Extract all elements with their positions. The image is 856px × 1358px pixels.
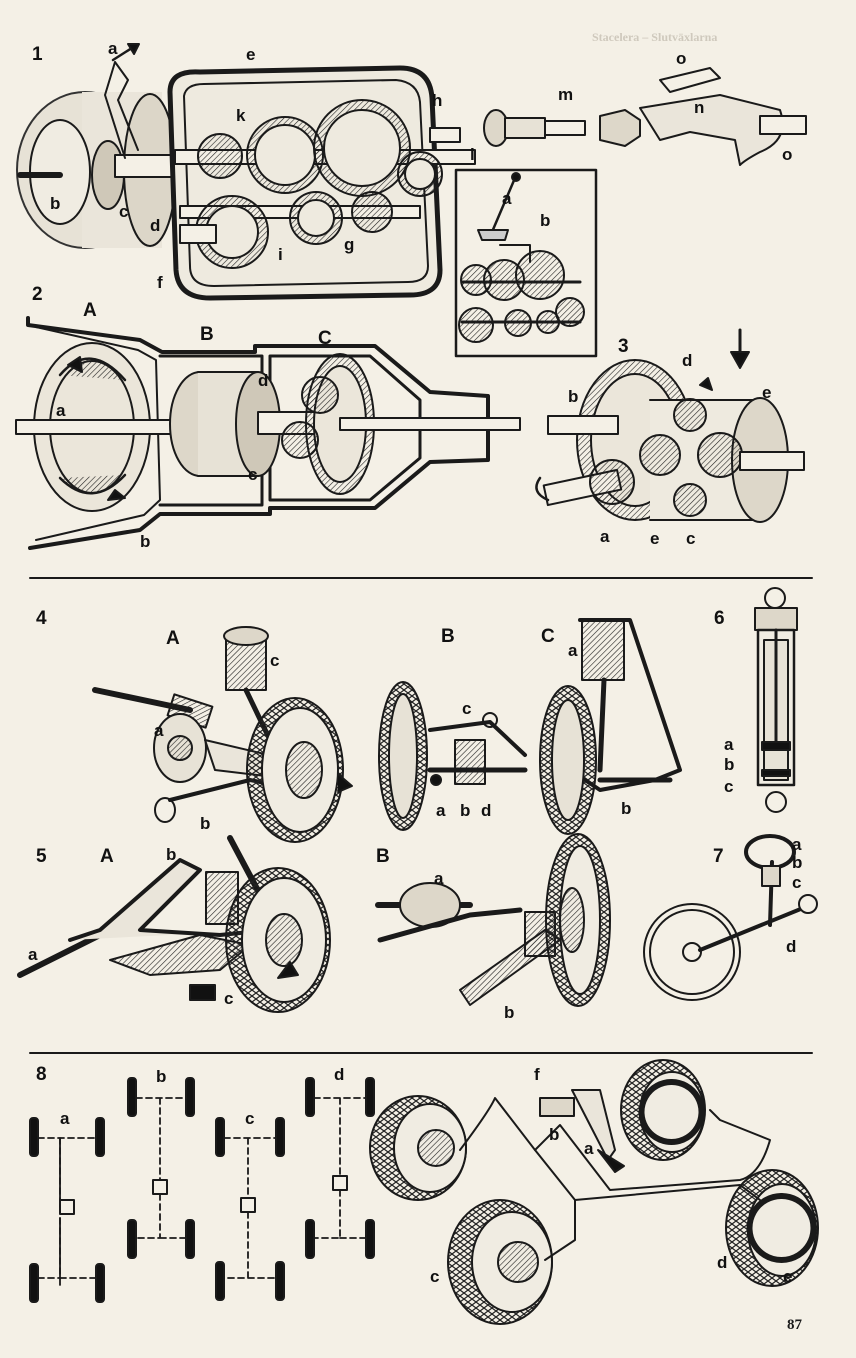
fig1-label-b: b [50, 194, 61, 213]
fig1-gearbox [16, 43, 807, 358]
fig5-number: 5 [36, 846, 47, 867]
fig5-label-A: A [100, 846, 114, 867]
fig1-label-e: e [246, 45, 256, 64]
fig4C-label-b: b [621, 799, 632, 818]
fig4B-label-d: d [481, 801, 492, 820]
fig8-number: 8 [36, 1064, 47, 1085]
fig5A-label-a: a [28, 945, 38, 964]
fig3-differential [535, 328, 805, 523]
fig5-label-B: B [376, 846, 390, 867]
fig3-label-a: a [600, 527, 610, 546]
fig8-brake-label-b: b [549, 1125, 560, 1144]
fig8-brake-label-d: d [717, 1253, 728, 1272]
fig1-label-a: a [108, 39, 118, 58]
fig4B-label-a: a [436, 801, 446, 820]
fig2-label-A: A [83, 300, 97, 321]
fig5A-label-c: c [224, 989, 234, 1008]
fig2-label-B: B [200, 324, 214, 345]
fig1-label-i: i [278, 245, 283, 264]
fig2-label-c: c [248, 465, 258, 484]
bleed-through-heading: Stacelera – Slutväxlarna [592, 30, 718, 44]
fig5A-label-b: b [166, 845, 177, 864]
fig1-label-f: f [157, 273, 163, 292]
fig8-label-b: b [156, 1067, 167, 1086]
fig7-label-b: b [792, 853, 803, 872]
fig1-number: 1 [32, 44, 43, 65]
fig1-inset-label-a: a [502, 189, 512, 208]
fig8-brake-system [369, 1059, 819, 1325]
fig1-label-h: h [432, 91, 443, 110]
fig8-label-c: c [245, 1109, 255, 1128]
fig7-label-d: d [786, 937, 797, 956]
page-number: 87 [787, 1317, 802, 1333]
fig1-label-l: l [470, 145, 475, 164]
fig2-label-d: d [258, 371, 269, 390]
fig1-label-m: m [558, 85, 574, 104]
fig4-number: 4 [36, 608, 47, 629]
fig8-label-d: d [334, 1065, 345, 1084]
fig3-label-b: b [568, 387, 579, 406]
fig6-label-b: b [724, 755, 735, 774]
fig7-number: 7 [713, 846, 724, 867]
fig6-label-c: c [724, 777, 734, 796]
fig3-number: 3 [618, 336, 629, 357]
fig5B-label-b: b [504, 1003, 515, 1022]
fig4B-label-b: b [460, 801, 471, 820]
fig3-label-e-right: e [762, 383, 772, 402]
fig1-label-o-bottom: o [782, 145, 793, 164]
fig2-automatic-transmission [15, 316, 521, 550]
fig3-label-e-bottom: e [650, 529, 660, 548]
fig2-label-b: b [140, 532, 151, 551]
fig8-brake-label-e: e [783, 1267, 793, 1286]
fig6-shock-absorber [754, 587, 798, 813]
fig4A-label-c: c [270, 651, 280, 670]
fig8-brake-label-f: f [534, 1065, 540, 1084]
fig4C-label-a: a [568, 641, 578, 660]
fig1-label-d: d [150, 216, 161, 235]
fig8-brake-label-c: c [430, 1267, 440, 1286]
fig1-label-c: c [119, 202, 129, 221]
fig4B-label-c: c [462, 699, 472, 718]
fig2-label-a: a [56, 401, 66, 420]
fig4-label-B: B [441, 626, 455, 647]
fig1-inset-label-b: b [540, 211, 551, 230]
fig3-label-d: d [682, 351, 693, 370]
fig5-rear-suspension [17, 833, 611, 1013]
fig4A-label-b: b [200, 814, 211, 833]
fig4-label-C: C [541, 626, 555, 647]
fig2-label-C: C [318, 328, 332, 349]
fig4-label-A: A [166, 628, 180, 649]
fig6-number: 6 [714, 608, 725, 629]
fig8-label-a: a [60, 1109, 70, 1128]
fig8-layouts [29, 1077, 375, 1303]
fig1-label-n: n [694, 98, 705, 117]
fig7-steering [643, 834, 818, 1001]
fig8-brake-label-a: a [584, 1139, 594, 1158]
fig4-suspension [92, 618, 682, 843]
fig4A-label-a: a [154, 721, 164, 740]
fig3-label-c: c [686, 529, 696, 548]
fig1-label-k: k [236, 106, 246, 125]
fig5B-label-a: a [434, 869, 444, 888]
fig7-label-c: c [792, 873, 802, 892]
fig1-label-o-top: o [676, 49, 687, 68]
fig6-label-a: a [724, 735, 734, 754]
fig1-label-g: g [344, 235, 355, 254]
fig2-number: 2 [32, 284, 43, 305]
fig7-label-a: a [792, 835, 802, 854]
